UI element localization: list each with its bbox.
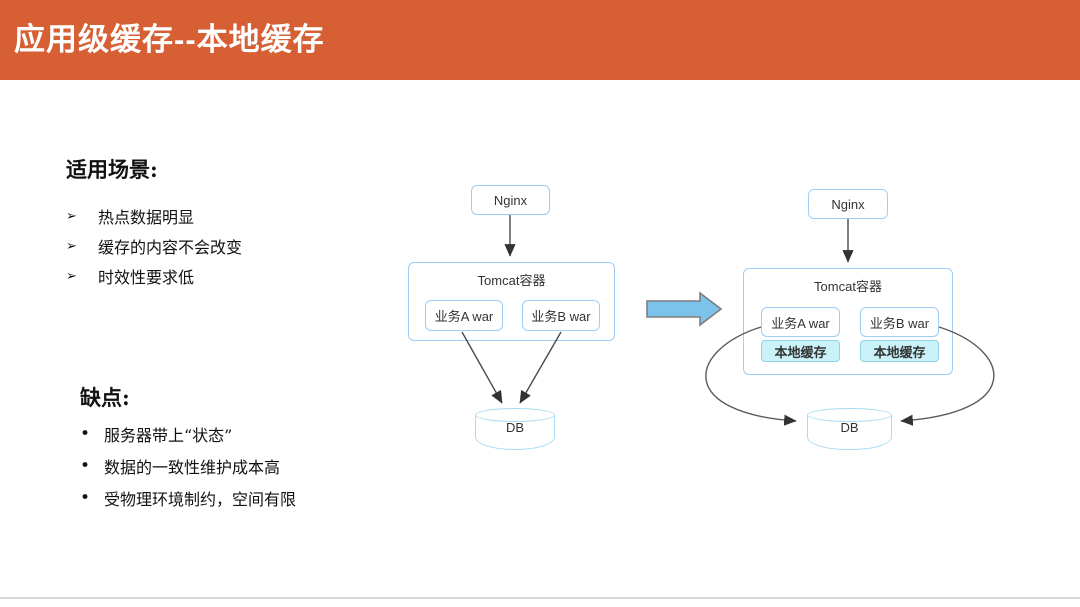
- dot-bullet-icon: •: [80, 424, 91, 444]
- bottom-divider: [0, 597, 1080, 599]
- before-war-b-to-db-arrow: [519, 331, 562, 404]
- after-war-b-node: 业务B war: [860, 307, 939, 337]
- slide-header: 应用级缓存--本地缓存: [0, 0, 1080, 80]
- db-cylinder-top: [807, 408, 892, 422]
- before-war-a-to-db-arrow: [461, 331, 503, 404]
- usage-item-text: 热点数据明显: [98, 208, 195, 227]
- db-cylinder-top: [475, 408, 555, 422]
- drawbacks-list: • 服务器带上“状态” • 数据的一致性维护成本高 • 受物理环境制约，空间有限: [80, 418, 296, 514]
- before-db-label: DB: [505, 420, 525, 435]
- arrow-bullet-icon: ➢: [66, 268, 77, 284]
- after-nginx-node: Nginx: [808, 189, 888, 219]
- drawbacks-item-text: 服务器带上“状态”: [104, 426, 233, 445]
- dot-bullet-icon: •: [80, 488, 91, 508]
- usage-item-text: 缓存的内容不会改变: [98, 238, 243, 257]
- after-war-a-node: 业务A war: [761, 307, 840, 337]
- before-war-a-node: 业务A war: [425, 300, 503, 331]
- arrow-bullet-icon: ➢: [66, 238, 77, 254]
- drawbacks-item-text: 受物理环境制约，空间有限: [104, 490, 297, 509]
- drawbacks-item: • 服务器带上“状态”: [80, 418, 296, 450]
- before-war-b-node: 业务B war: [522, 300, 600, 331]
- drawbacks-item-text: 数据的一致性维护成本高: [104, 458, 281, 477]
- drawbacks-item: • 受物理环境制约，空间有限: [80, 482, 296, 514]
- usage-item: ➢ 缓存的内容不会改变: [66, 231, 242, 261]
- after-tomcat-label: Tomcat容器: [814, 279, 882, 294]
- usage-list: ➢ 热点数据明显 ➢ 缓存的内容不会改变 ➢ 时效性要求低: [66, 201, 242, 291]
- usage-item-text: 时效性要求低: [98, 268, 195, 287]
- after-local-cache-b-node: 本地缓存: [860, 340, 939, 362]
- drawbacks-item: • 数据的一致性维护成本高: [80, 450, 296, 482]
- usage-heading: 适用场景:: [66, 157, 158, 182]
- drawbacks-section: 缺点: • 服务器带上“状态” • 数据的一致性维护成本高 • 受物理环境制约，…: [80, 385, 296, 514]
- after-local-cache-a-node: 本地缓存: [761, 340, 840, 362]
- usage-item: ➢ 时效性要求低: [66, 261, 242, 291]
- dot-bullet-icon: •: [80, 456, 91, 476]
- transform-arrow-icon: [646, 291, 723, 327]
- before-nginx-node: Nginx: [471, 185, 550, 215]
- drawbacks-heading: 缺点:: [80, 385, 130, 410]
- usage-item: ➢ 热点数据明显: [66, 201, 242, 231]
- usage-section: 适用场景: ➢ 热点数据明显 ➢ 缓存的内容不会改变 ➢ 时效性要求低: [66, 157, 242, 291]
- arrow-bullet-icon: ➢: [66, 208, 77, 224]
- before-tomcat-label: Tomcat容器: [477, 273, 546, 288]
- slide-title: 应用级缓存--本地缓存: [14, 22, 325, 57]
- after-db-node: DB: [807, 408, 892, 450]
- after-db-label: DB: [840, 420, 859, 435]
- before-db-node: DB: [475, 408, 555, 450]
